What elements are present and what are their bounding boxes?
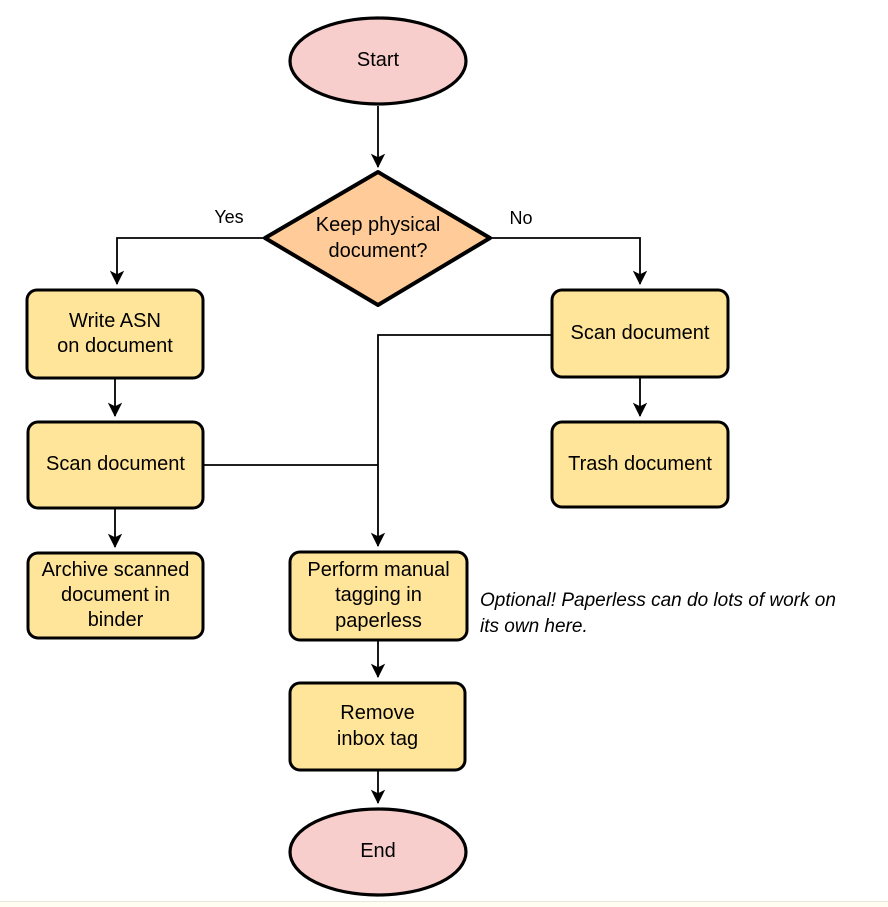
decision-diamond-shape <box>263 170 492 307</box>
edge-scanright-to-tagging <box>370 334 552 548</box>
archive-binder-shape <box>26 551 205 640</box>
bottom-edge-strip <box>0 901 888 907</box>
edge-decision-no <box>490 237 648 286</box>
scan-document-right-shape <box>550 288 730 379</box>
remove-inbox-tag-shape <box>288 681 467 772</box>
no-edge-label: No <box>509 208 533 228</box>
manual-tagging-shape <box>288 550 469 642</box>
write-asn-shape <box>25 288 205 380</box>
end-terminal-shape <box>288 807 468 897</box>
yes-edge-label: Yes <box>214 207 244 227</box>
trash-document-shape <box>550 420 730 509</box>
edge-decision-yes <box>109 237 265 286</box>
optional-note: Optional! Paperless can do lots of work … <box>480 590 836 638</box>
scan-document-left-shape <box>26 420 205 510</box>
start-terminal-shape <box>288 16 468 106</box>
